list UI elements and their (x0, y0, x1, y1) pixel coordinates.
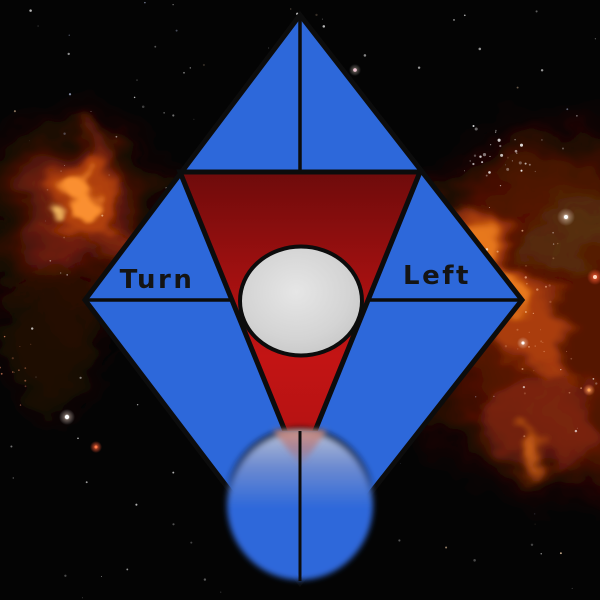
nebula-blob (519, 439, 545, 465)
word-turn: Turn (120, 265, 195, 295)
bright-star (64, 414, 70, 420)
nebula-blob (67, 178, 97, 218)
center-sphere (238, 244, 364, 358)
bright-star (353, 68, 357, 72)
nebula-blob (485, 150, 600, 210)
bright-star (593, 275, 597, 279)
turn-left-emblem: Turn Left (81, 10, 526, 588)
bright-star (564, 215, 568, 219)
bright-star (521, 341, 525, 345)
nebula-blob (6, 253, 98, 417)
nebula-blob (482, 372, 598, 468)
nebula-blob (45, 206, 59, 220)
bright-stars (59, 64, 600, 453)
word-left: Left (403, 261, 471, 291)
bright-star (587, 388, 591, 392)
bright-star (94, 445, 98, 449)
